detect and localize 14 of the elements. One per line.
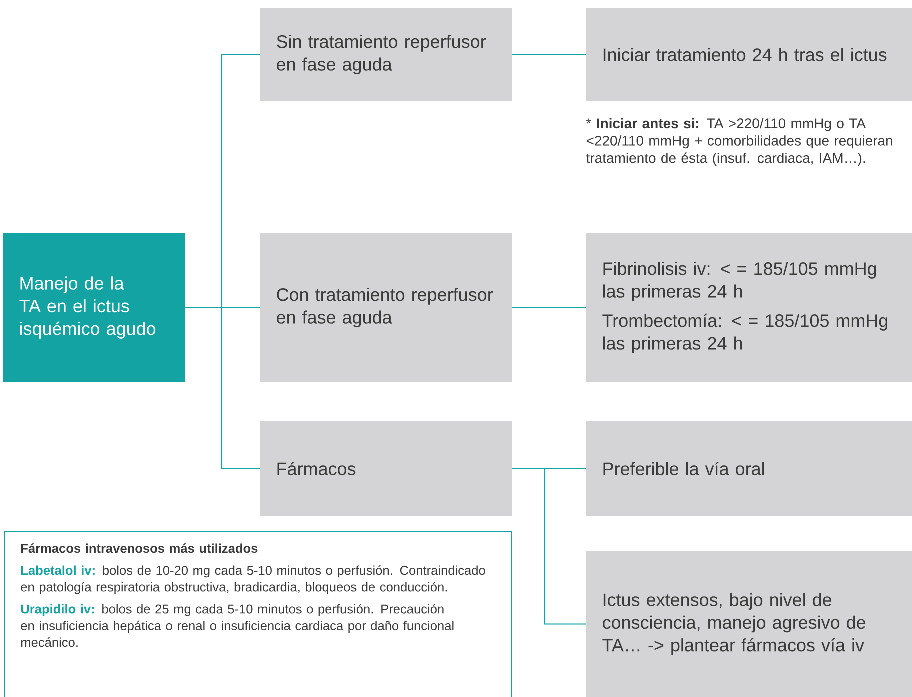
connector-line [186, 307, 260, 470]
connector-line [512, 468, 586, 625]
topic-box: Manejo de la TA en el ictus isquémico agudo [3, 233, 186, 382]
result-box: Preferible la vía oral [586, 421, 912, 516]
result-box: Fibrinolisis iv: < = 185/105 mmHg las primeras 24 h Trombectomía: < = 185/105 mmHg las primeras 24 h [586, 233, 912, 382]
category-box: Sin tratamiento reperfusor en fase aguda [260, 8, 512, 102]
note-text: *Iniciar antes si: TA >220/110 mmHg o TA <220/110 mmHg + comorbilidades que requieran tratamiento de ésta (insuf. cardiaca, IAM…). [586, 118, 892, 166]
info-box: Fármacos intravenosos más utilizados Labetalol iv: bolos de 10-20 mg cada 5-10 minutos o perfusión. Contraindicado en patología respiratoria obstructiva, bradicardia, bloqueos de conducción. Urapidilo iv: bolos de 25 mg cada 5-10 minutos o perfusión. Precaución en insuficiencia hepática o renal o insuficiencia cardiaca por daño funcional mecánico. [4, 531, 512, 697]
connector-line [512, 54, 586, 56]
result-box: Iniciar tratamiento 24 h tras el ictus [586, 8, 912, 102]
category-box: Fármacos [260, 421, 512, 516]
result-box: Ictus extensos, bajo nivel de consciencia, manejo agresivo de TA… -> plantear fármacos vía iv [586, 551, 912, 697]
category-box: Con tratamiento reperfusor en fase aguda [260, 233, 512, 382]
connector-line [512, 307, 586, 308]
